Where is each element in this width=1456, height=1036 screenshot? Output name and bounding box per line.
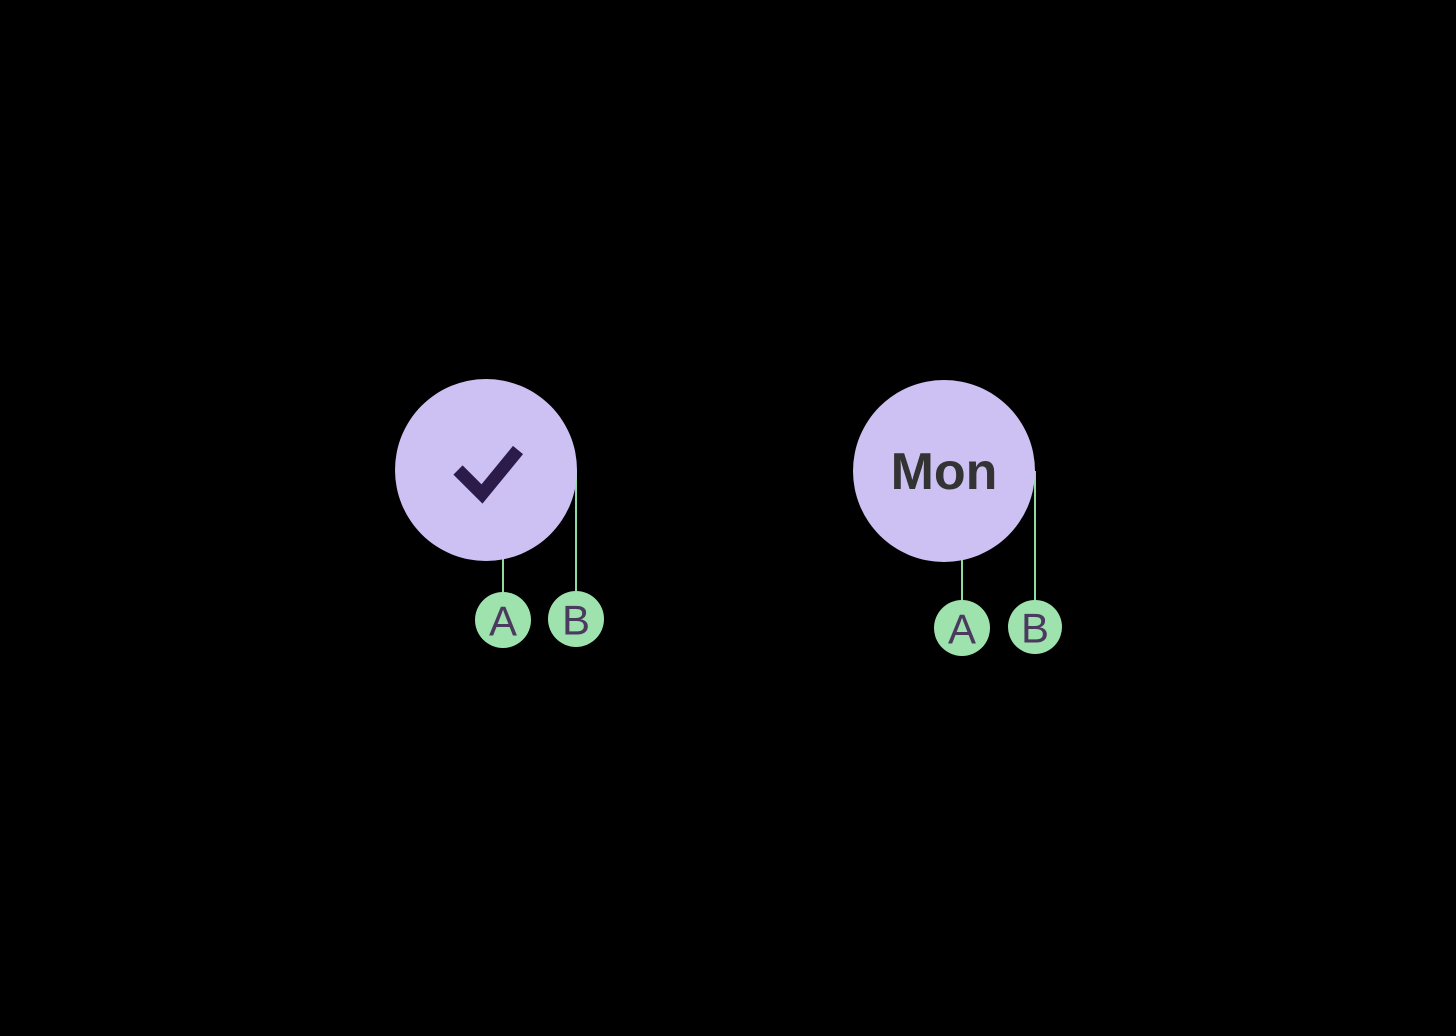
child-node-a[interactable] (475, 592, 531, 648)
cluster-left: A B (395, 379, 604, 648)
parent-node-mon[interactable] (853, 380, 1035, 562)
child-node-b[interactable] (548, 591, 604, 647)
parent-node-check[interactable] (395, 379, 577, 561)
check-icon (453, 445, 524, 504)
child-node-a-label: A (948, 606, 976, 653)
child-node-b-label: B (1021, 605, 1049, 652)
child-node-b-label: B (562, 597, 590, 644)
parent-node-mon-label: Mon (891, 443, 998, 501)
child-node-b[interactable] (1008, 600, 1062, 654)
child-node-a-label: A (489, 598, 517, 645)
cluster-right: Mon A B (853, 380, 1062, 656)
child-node-a[interactable] (934, 600, 990, 656)
